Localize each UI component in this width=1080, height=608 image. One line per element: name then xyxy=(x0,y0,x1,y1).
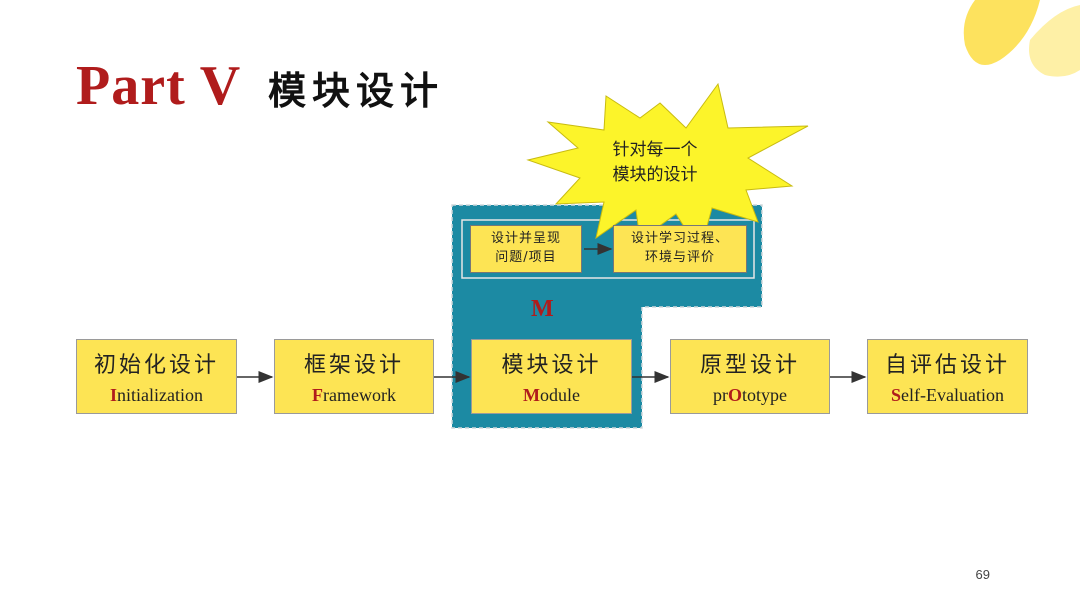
node-4-cn: 原型设计 xyxy=(699,353,800,378)
node-self-evaluation: 自评估设计 Self-Evaluation xyxy=(867,339,1028,414)
node-3-en-rest: odule xyxy=(540,385,580,405)
sub-box-design-problem: 设计并呈现 问题/项目 xyxy=(470,225,582,273)
node-4-en: prOtotype xyxy=(671,385,829,406)
node-3-en: Module xyxy=(472,385,631,406)
burst-line-2: 模块的设计 xyxy=(612,165,698,185)
node-framework: 框架设计 Framework xyxy=(274,339,434,414)
node-4-en-rest: totype xyxy=(742,385,787,405)
node-5-en: Self-Evaluation xyxy=(868,385,1027,406)
title-part-label: Part V xyxy=(76,55,242,117)
node-1-en-rest: nitialization xyxy=(117,385,203,405)
node-4-en-initial: O xyxy=(727,385,742,405)
node-5-en-initial: S xyxy=(891,385,902,405)
corner-decoration xyxy=(963,0,1080,77)
node-1-cn: 初始化设计 xyxy=(93,353,219,378)
burst-line-1: 针对每一个 xyxy=(612,140,698,160)
node-initialization: 初始化设计 Initialization xyxy=(76,339,237,414)
node-3-cn: 模块设计 xyxy=(501,353,602,378)
sub-box-2-line-2: 环境与评价 xyxy=(644,250,715,265)
page-number: 69 xyxy=(975,567,990,582)
node-2-cn: 框架设计 xyxy=(303,353,404,378)
node-4-en-prefix: pr xyxy=(712,385,728,405)
node-5-en-rest: elf-Evaluation xyxy=(901,385,1004,405)
node-3-en-initial: M xyxy=(523,385,540,405)
node-prototype: 原型设计 prOtotype xyxy=(670,339,830,414)
node-2-en-initial: F xyxy=(312,385,324,405)
node-1-en: Initialization xyxy=(77,385,236,406)
sub-box-2-line-1: 设计学习过程、 xyxy=(630,231,729,246)
node-2-en-rest: ramework xyxy=(323,385,396,405)
node-2-en: Framework xyxy=(275,385,433,406)
sub-box-design-process: 设计学习过程、 环境与评价 xyxy=(613,225,747,273)
title-chinese: 模块设计 xyxy=(268,69,445,113)
burst-callout-text: 针对每一个 模块的设计 xyxy=(585,138,725,188)
node-1-en-initial: I xyxy=(110,385,118,405)
module-group-label: M xyxy=(531,296,554,322)
node-5-cn: 自评估设计 xyxy=(884,353,1010,378)
sub-box-1-line-2: 问题/项目 xyxy=(495,250,557,265)
sub-box-1-line-1: 设计并呈现 xyxy=(490,231,561,246)
node-module: 模块设计 Module xyxy=(471,339,632,414)
